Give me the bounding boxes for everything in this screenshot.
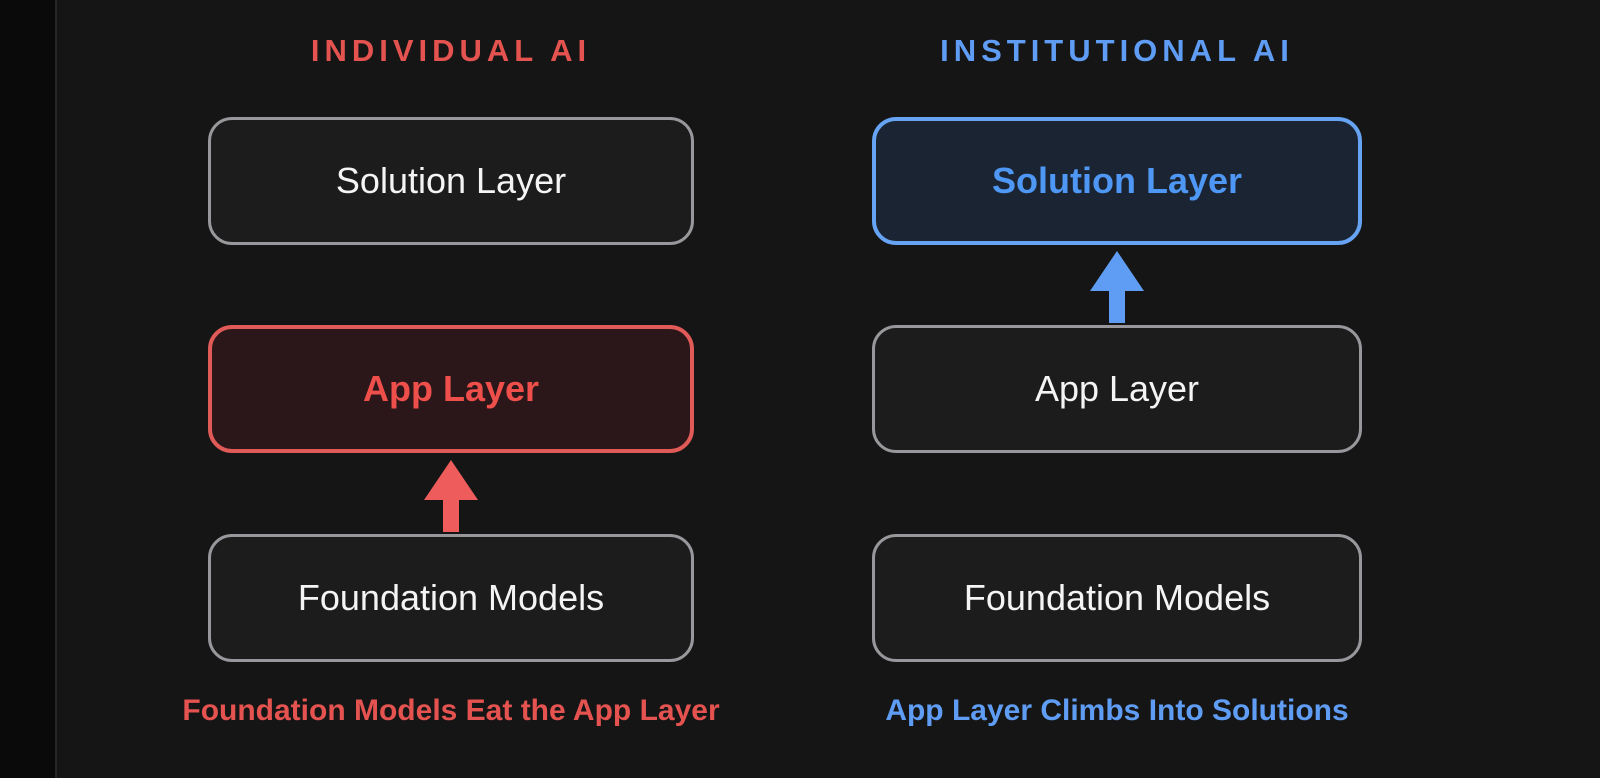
box-label: App Layer bbox=[362, 368, 540, 409]
heading-institutional-ai: INSTITUTIONAL AI bbox=[940, 33, 1294, 68]
box-label: Foundation Models bbox=[963, 577, 1271, 618]
box-label: App Layer bbox=[1034, 368, 1200, 409]
column-individual-ai: INDIVIDUAL AI Solution Layer App Layer F… bbox=[182, 0, 719, 778]
up-arrow-icon bbox=[1090, 251, 1144, 323]
box-foundation-models-institutional: Foundation Models bbox=[872, 534, 1362, 662]
left-edge-strip bbox=[0, 0, 57, 778]
caption-individual: Foundation Models Eat the App Layer bbox=[182, 694, 720, 727]
box-label: Foundation Models bbox=[297, 577, 605, 618]
box-label: Solution Layer bbox=[335, 160, 567, 201]
box-app-layer-institutional: App Layer bbox=[872, 325, 1362, 453]
box-solution-layer-individual: Solution Layer bbox=[208, 117, 694, 245]
column-institutional-ai: INSTITUTIONAL AI Solution Layer App Laye… bbox=[872, 0, 1362, 778]
box-app-layer-individual: App Layer bbox=[208, 325, 694, 453]
heading-individual-ai: INDIVIDUAL AI bbox=[310, 33, 592, 68]
box-solution-layer-institutional: Solution Layer bbox=[872, 117, 1362, 245]
box-label: Solution Layer bbox=[991, 160, 1243, 201]
up-arrow-icon bbox=[424, 460, 478, 532]
caption-institutional: App Layer Climbs Into Solutions bbox=[885, 694, 1349, 727]
box-foundation-models-individual: Foundation Models bbox=[208, 534, 694, 662]
